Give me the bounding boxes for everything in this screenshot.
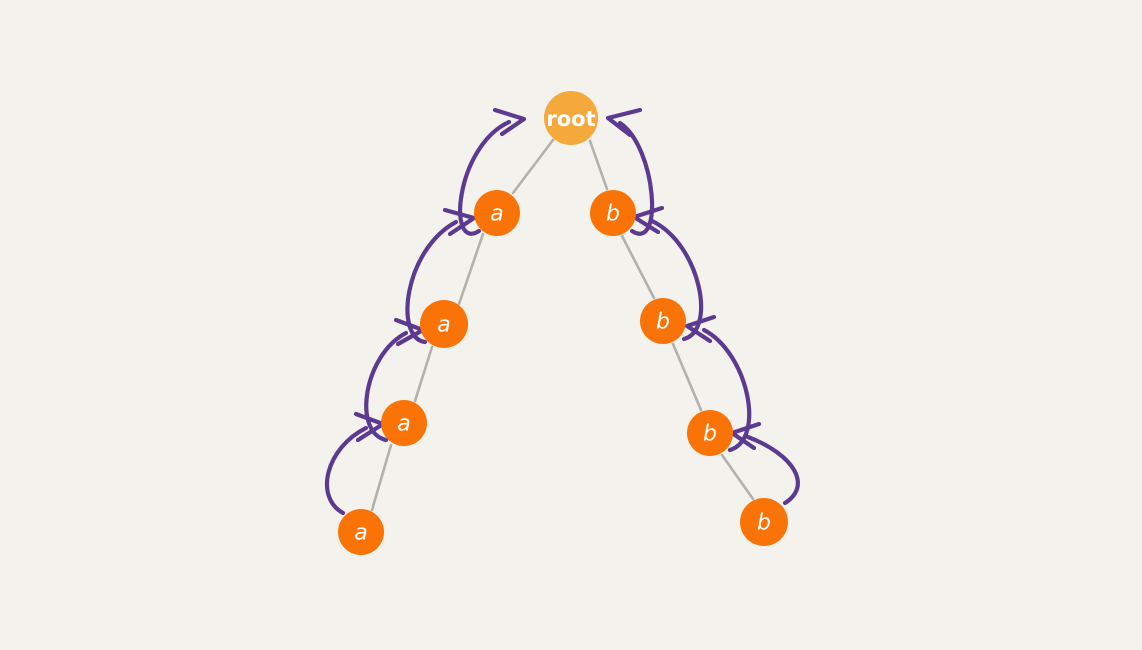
arrow-curve: [745, 434, 800, 506]
arrow-head-icon: [684, 314, 717, 344]
tree-edge-root-a1: [511, 138, 555, 195]
node-circle-b3[interactable]: [687, 410, 733, 456]
tree-node-b1[interactable]: b: [590, 190, 636, 236]
node-label-a4: a: [354, 521, 367, 546]
node-label-b2: b: [656, 310, 670, 335]
tree-edge-a1-a2: [457, 232, 485, 306]
tree-edge-root-b1: [588, 139, 609, 191]
arrow-head-icon: [492, 107, 527, 137]
arrow-curve: [458, 119, 512, 236]
tree-edge-a3-a4: [370, 443, 393, 512]
parent-link-arrow-layer: [325, 107, 800, 516]
node-label-a2: a: [437, 313, 450, 338]
node-label-b1: b: [606, 202, 620, 227]
tree-node-a4[interactable]: a: [338, 509, 384, 555]
node-circle-b1[interactable]: [590, 190, 636, 236]
node-circle-b4[interactable]: [740, 498, 788, 546]
tree-edge-layer: [370, 138, 755, 512]
arrow-head-icon: [605, 107, 643, 138]
node-label-a3: a: [397, 412, 410, 437]
tree-edge-a2-a3: [413, 345, 434, 403]
node-circle-a1[interactable]: [474, 190, 520, 236]
tree-node-a2[interactable]: a: [420, 300, 468, 348]
tree-node-b3[interactable]: b: [687, 410, 733, 456]
tree-edge-b3-b4: [720, 453, 755, 501]
tree-node-a3[interactable]: a: [381, 400, 427, 446]
node-label-root: root: [546, 107, 595, 131]
parent-link-arrow-a2-to-a1: [405, 207, 477, 345]
arrow-curve: [701, 327, 752, 453]
tree-node-a1[interactable]: a: [474, 190, 520, 236]
node-label-b4: b: [757, 511, 771, 536]
arrow-curve: [364, 330, 409, 443]
arrow-curve: [405, 219, 459, 345]
node-circle-a3[interactable]: [381, 400, 427, 446]
tree-node-root[interactable]: root: [544, 91, 598, 145]
node-circle-root[interactable]: [544, 91, 598, 145]
parent-link-arrow-a1-to-root: [458, 107, 527, 236]
tree-edge-b1-b2: [620, 234, 656, 300]
node-circle-a2[interactable]: [420, 300, 468, 348]
tree-edge-b2-b3: [671, 342, 703, 412]
parent-link-arrow-b3-to-b2: [684, 314, 752, 453]
node-layer: root a a a a b b b b: [338, 91, 788, 555]
node-label-a1: a: [490, 202, 503, 227]
tree-node-b2[interactable]: b: [640, 298, 686, 344]
node-label-b3: b: [703, 422, 717, 447]
node-circle-a4[interactable]: [338, 509, 384, 555]
tree-node-b4[interactable]: b: [740, 498, 788, 546]
arrow-head-icon: [442, 207, 477, 237]
parent-link-arrow-b1-to-root: [605, 107, 655, 236]
node-circle-b2[interactable]: [640, 298, 686, 344]
arrow-curve: [325, 425, 369, 516]
parent-link-arrow-b4-to-b3: [729, 421, 800, 506]
